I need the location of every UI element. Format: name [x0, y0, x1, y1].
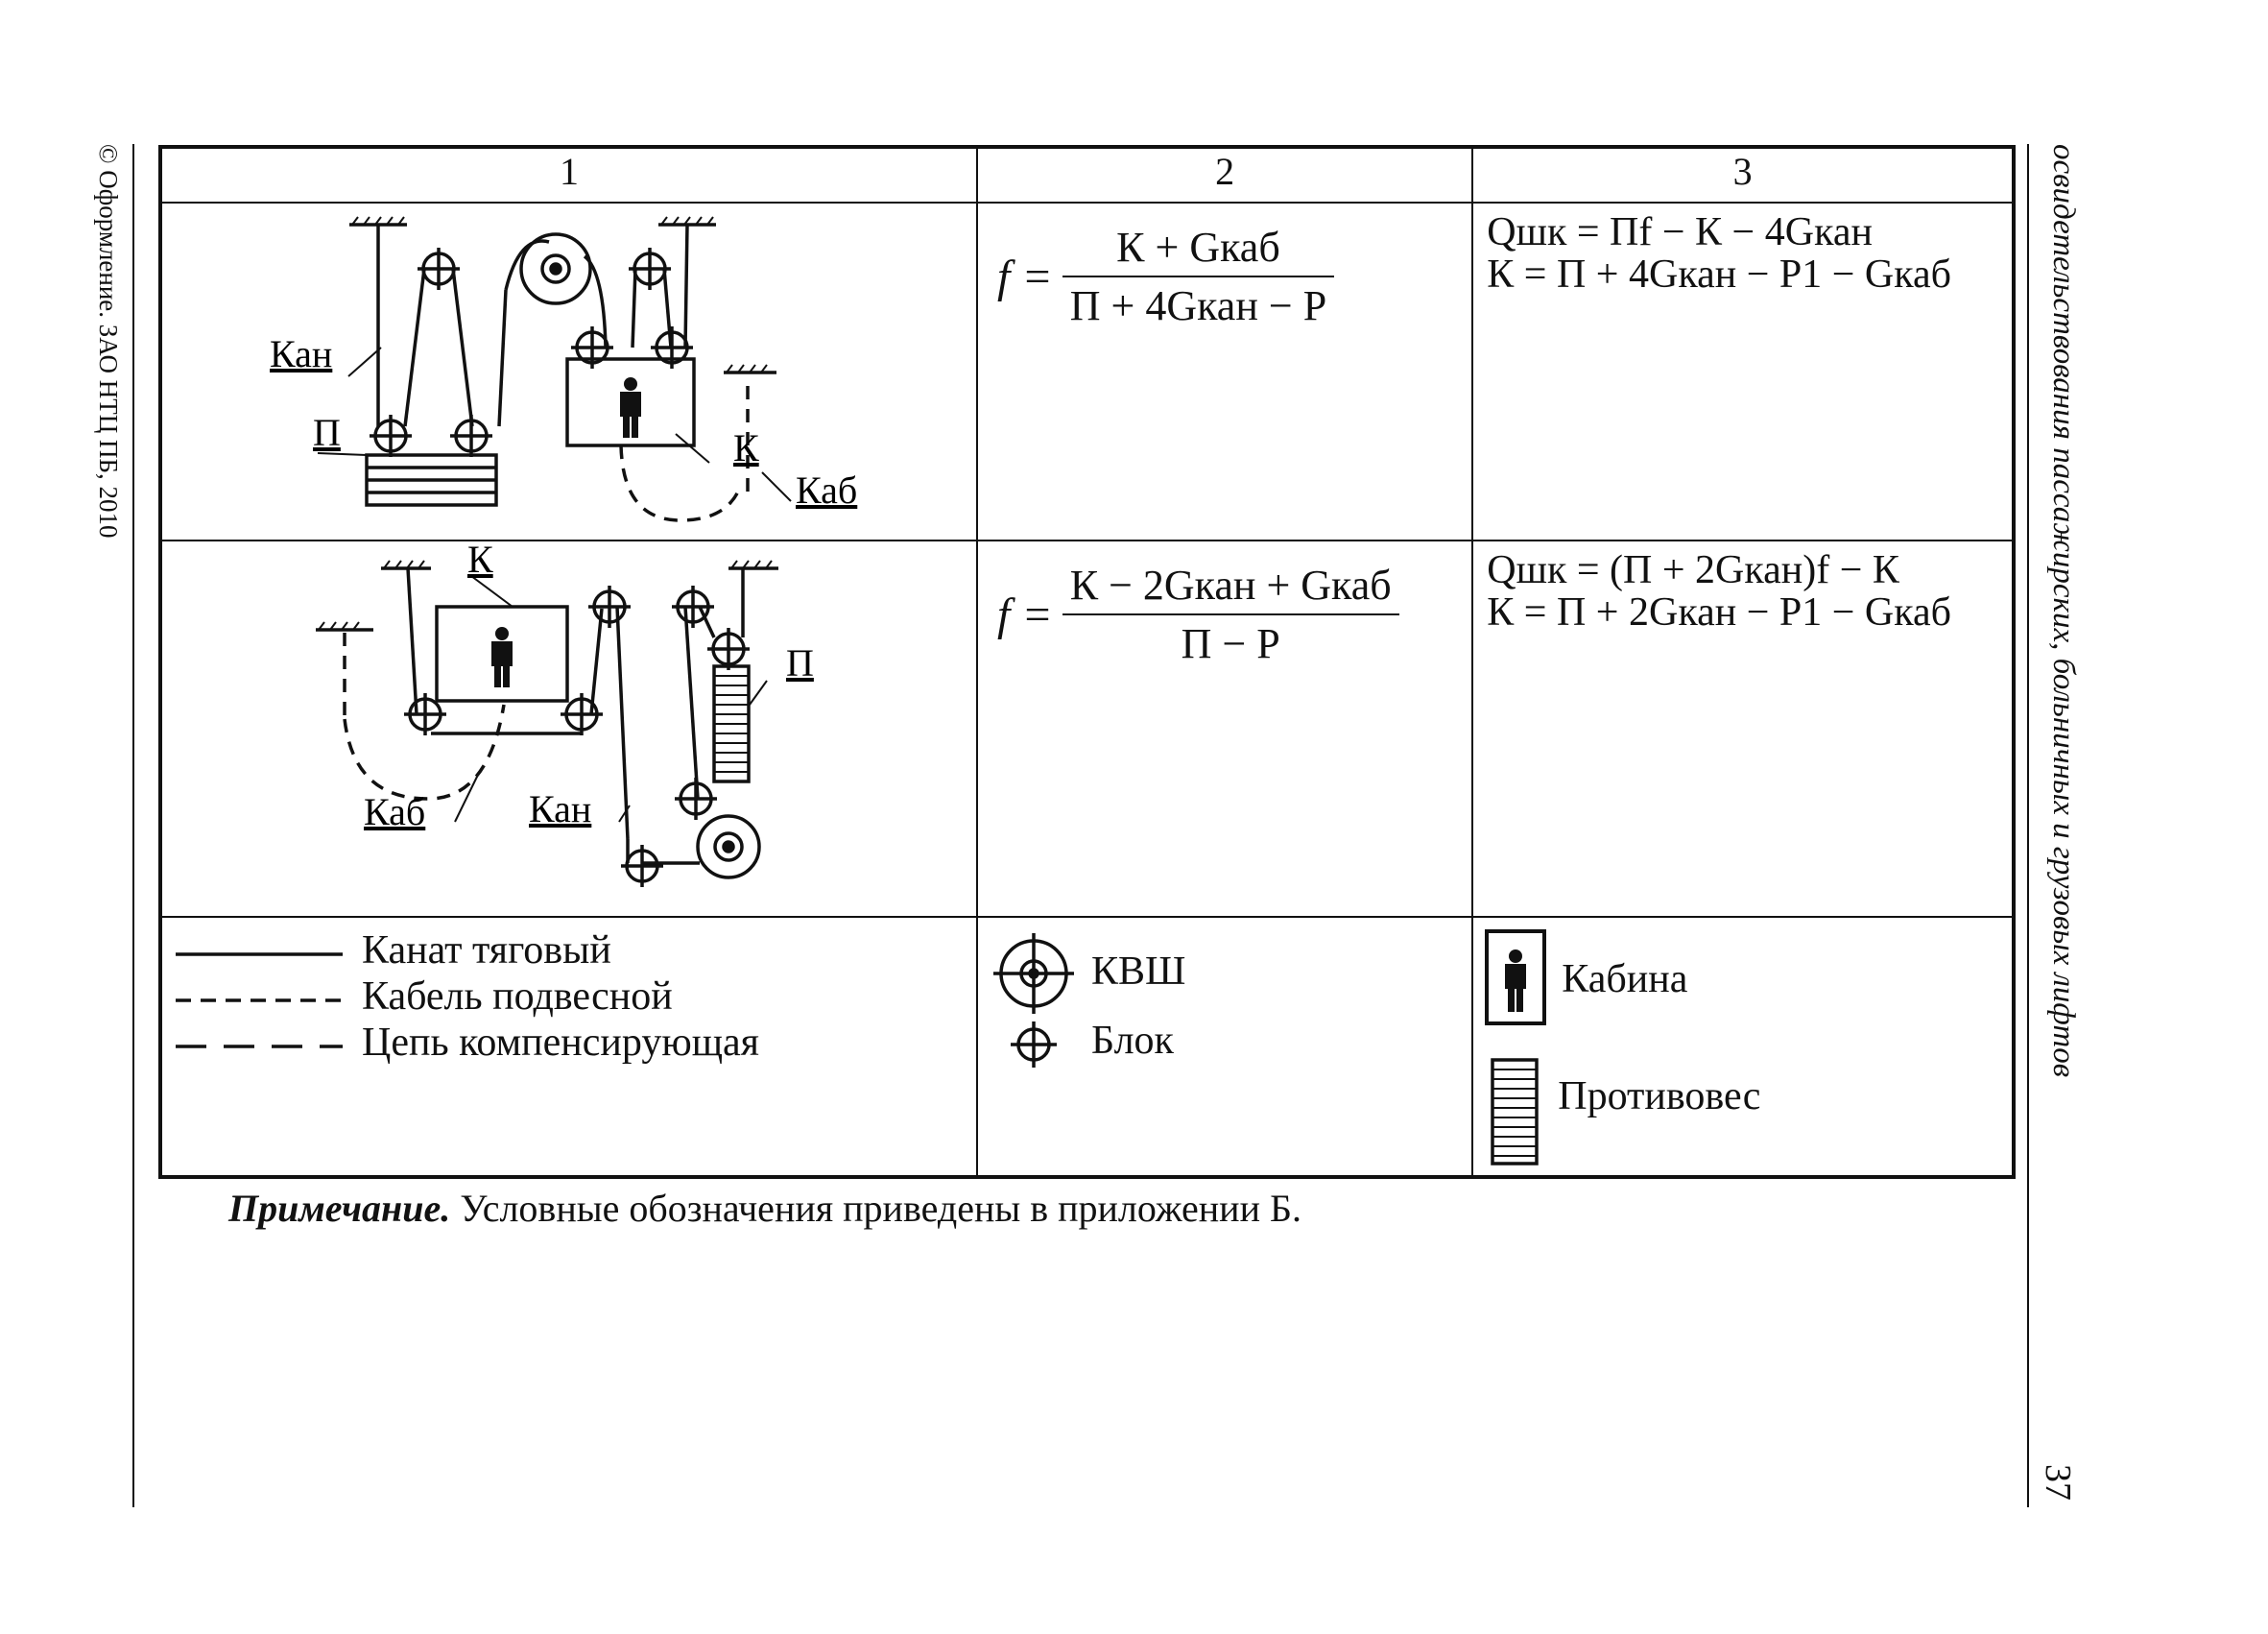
- formulas-1: Qшк = Пf − К − 4Gкан К = П + 4Gкан − P1 …: [1487, 211, 1951, 296]
- scheme-1-diagram: Кан П К Каб: [270, 216, 857, 522]
- legend-counterweight: Противовес: [1558, 1074, 1761, 1118]
- label-kab: Каб: [796, 469, 857, 512]
- table-row-legend: Канат тяговый Кабель подвесной Цепь комп…: [159, 916, 2015, 1178]
- table-header-row: 1 2 3: [159, 146, 2015, 204]
- lift-schemes-table: 1 2 3: [158, 145, 2016, 1179]
- formula-f-numerator: К + Gкаб: [1116, 224, 1280, 271]
- legend-cable: Кабель подвесной: [362, 974, 673, 1019]
- label-kan-2: Кан: [529, 787, 591, 830]
- formula-f-numerator-2: К − 2Gкан + Gкаб: [1069, 562, 1392, 609]
- formulas-cell-1: Qшк = Пf − К − 4Gкан К = П + 4Gкан − P1 …: [1471, 202, 2015, 541]
- scheme-2-diagram: К П Каб Кан: [316, 538, 814, 887]
- running-title-sidebar: освидетельствования пассажирских, больни…: [2033, 144, 2090, 1104]
- page-number-text: 37: [2038, 1464, 2078, 1501]
- formula-f-1: f = К + Gкаб П + 4Gкан − P: [997, 223, 1335, 330]
- label-kan: Кан: [270, 332, 332, 375]
- formula-f-denominator-2: П − P: [1181, 620, 1280, 667]
- legend-cabin: Кабина: [1562, 957, 1688, 1001]
- label-p: П: [313, 411, 341, 454]
- footnote-label: Примечание.: [228, 1187, 451, 1230]
- legend-block: Блок: [1091, 1019, 1174, 1063]
- right-margin-rule: [2027, 144, 2029, 1507]
- legend-pulley-icons: [993, 933, 1074, 1068]
- label-k-2: К: [467, 541, 493, 581]
- page-number: 37: [2035, 1464, 2092, 1522]
- legend-line-samples: [176, 952, 343, 1048]
- legend-kvsh: КВШ: [1091, 949, 1186, 994]
- header-col-1: 1: [159, 146, 978, 204]
- formulas-2: Qшк = (П + 2Gкан)f − К К = П + 2Gкан − P…: [1487, 549, 1951, 634]
- formula-qshk-2: Qшк = (П + 2Gкан)f − К: [1487, 548, 1899, 592]
- legend-rope: Канат тяговый: [362, 928, 611, 973]
- formulas-cell-2: Qшк = (П + 2Gкан)f − К К = П + 2Gкан − P…: [1471, 540, 2015, 918]
- table-row-scheme-1: Кан П К Каб f = К + Gкаб П + 4Gкан − P Q…: [159, 202, 2015, 541]
- legend-object-icons: [1485, 929, 1547, 1165]
- counterweight-icon: [1491, 1058, 1540, 1165]
- label-k: К: [733, 426, 759, 469]
- footnote-text: Условные обозначения приведены в приложе…: [450, 1187, 1301, 1230]
- scheme-1-cell: Кан П К Каб: [159, 202, 978, 541]
- legend-lines-cell: Канат тяговый Кабель подвесной Цепь комп…: [159, 916, 978, 1178]
- copyright-text: © Оформление. ЗАО НТЦ ПБ, 2010: [94, 144, 123, 539]
- formula-f-lhs-2: f =: [997, 589, 1053, 640]
- legend-pulleys-cell: КВШ Блок: [975, 916, 1474, 1178]
- formula-k-2: К = П + 2Gкан − P1 − Gкаб: [1487, 590, 1952, 635]
- formula-f-cell-1: f = К + Gкаб П + 4Gкан − P: [975, 202, 1474, 541]
- formula-f-lhs: f =: [997, 251, 1053, 302]
- label-p-2: П: [786, 641, 814, 685]
- legend-objects-cell: Кабина Противовес: [1471, 916, 2015, 1178]
- left-margin-rule: [132, 144, 134, 1507]
- scheme-2-cell: К П Каб Кан: [159, 538, 978, 918]
- footnote: Примечание. Условные обозначения приведе…: [228, 1186, 1301, 1231]
- legend-chain: Цепь компенсирующая: [362, 1021, 759, 1065]
- copyright-sidebar: © Оформление. ЗАО НТЦ ПБ, 2010: [81, 144, 129, 576]
- cabin-icon: [1485, 929, 1547, 1025]
- formula-f-2: f = К − 2Gкан + Gкаб П − P: [997, 561, 1399, 668]
- formula-f-cell-2: f = К − 2Gкан + Gкаб П − P: [975, 540, 1474, 918]
- header-col-2: 2: [975, 146, 1474, 204]
- header-col-3: 3: [1471, 146, 2015, 204]
- label-kab-2: Каб: [364, 790, 425, 833]
- formula-qshk-1: Qшк = Пf − К − 4Gкан: [1487, 210, 1873, 254]
- formula-f-denominator: П + 4Gкан − P: [1069, 282, 1327, 329]
- formula-k-1: К = П + 4Gкан − P1 − Gкаб: [1487, 252, 1952, 297]
- running-title-text: освидетельствования пассажирских, больни…: [2046, 144, 2081, 1078]
- table-row-scheme-2: К П Каб Кан f = К − 2Gкан + Gкаб П − P Q…: [159, 538, 2015, 918]
